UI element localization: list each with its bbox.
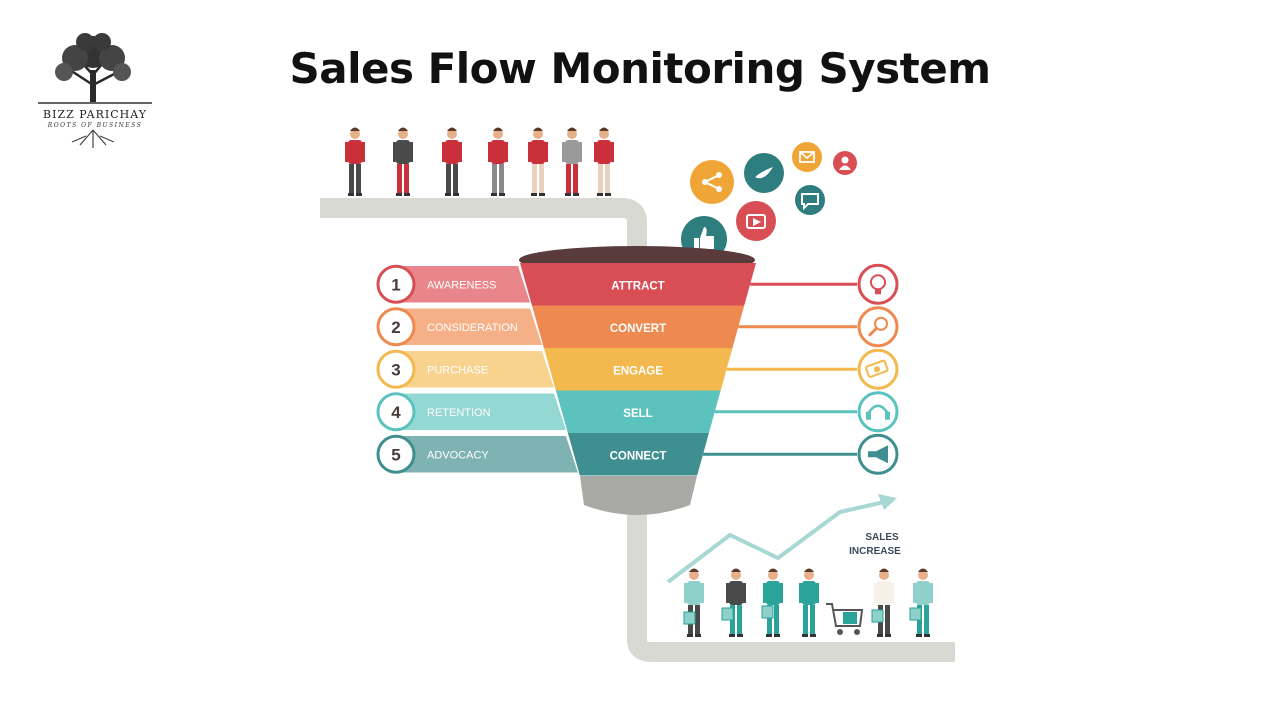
shopping-cart-icon <box>826 603 864 635</box>
tree-icon <box>38 33 152 148</box>
stage-number-4: 4 <box>391 403 401 422</box>
sales-trend-arrow <box>666 498 894 584</box>
top-person <box>345 127 365 196</box>
shopping-bag-icon <box>683 611 696 625</box>
funnel-label-5: CONNECT <box>610 450 667 462</box>
funnel-segment-1 <box>520 263 756 306</box>
share-icon <box>690 160 734 204</box>
magnifier-icon <box>857 306 899 348</box>
top-person <box>393 127 413 196</box>
company-logo: BIZZ PARICHAY ROOTS OF BUSINESS <box>30 30 160 155</box>
customer-person <box>799 568 819 637</box>
stage-label-5: ADVOCACY <box>427 449 489 461</box>
stage-number-circle-2 <box>376 307 416 347</box>
video-icon <box>736 201 776 241</box>
funnel-label-2: CONVERT <box>610 323 666 335</box>
stage-label-3: PURCHASE <box>427 364 488 376</box>
stage-band-3 <box>396 351 554 388</box>
stage-number-3: 3 <box>391 360 400 379</box>
chat-icon <box>795 185 825 215</box>
customer-person <box>763 568 783 637</box>
page-title: Sales Flow Monitoring System <box>289 44 991 93</box>
megaphone-icon <box>857 433 899 475</box>
stage-band-5 <box>396 436 578 473</box>
customer-person <box>874 568 894 637</box>
funnel-segment-5 <box>567 433 709 476</box>
top-person <box>528 127 548 196</box>
funnel-neck <box>580 476 697 515</box>
stage-bands-group: 1 AWARENESS 2 CONSIDERATION 3 PURCHASE 4 RETENT… <box>376 264 578 474</box>
stage-number-circle-4 <box>376 392 416 432</box>
stage-number-1: 1 <box>391 275 400 294</box>
stage-band-1 <box>396 266 530 303</box>
top-person <box>562 127 582 196</box>
sales-label-line-2: INCREASE <box>849 546 901 557</box>
stage-number-circle-5 <box>376 434 416 474</box>
customer-person <box>726 568 746 637</box>
mail-icon <box>792 142 822 172</box>
shopping-bag-icon <box>721 607 734 621</box>
stage-band-2 <box>396 308 542 345</box>
stage-number-circle-1 <box>376 264 416 304</box>
sales-funnel: ATTRACT CONVERT ENGAGE SELL CONNECT <box>519 246 756 515</box>
lightbulb-icon <box>857 263 899 305</box>
funnel-label-1: ATTRACT <box>611 280 664 292</box>
funnel-segment-4 <box>555 390 721 433</box>
funnel-label-3: ENGAGE <box>613 365 663 377</box>
money-icon <box>857 348 899 390</box>
stage-label-1: AWARENESS <box>427 279 496 291</box>
stage-number-2: 2 <box>391 318 400 337</box>
logo-tagline: ROOTS OF BUSINESS <box>47 122 143 129</box>
bottom-people-group <box>683 568 933 637</box>
stage-label-2: CONSIDERATION <box>427 322 518 334</box>
support-icon <box>857 391 899 433</box>
shopping-bag-icon <box>871 609 884 623</box>
top-people-group <box>345 127 614 196</box>
sales-label-line-1: SALES <box>865 532 899 543</box>
logo-brand-text: BIZZ PARICHAY <box>43 108 147 121</box>
customer-person <box>913 568 933 637</box>
sales-arrow-head <box>878 494 897 510</box>
top-pipe <box>320 198 647 270</box>
bottom-pipe <box>627 510 955 662</box>
social-icons-group <box>681 142 857 262</box>
shopping-bag-icon <box>761 605 774 619</box>
stage-number-5: 5 <box>391 445 400 464</box>
shopping-bag-icon <box>909 607 922 621</box>
stage-icons-group <box>703 263 899 475</box>
user-icon <box>833 151 857 175</box>
top-person <box>442 127 462 196</box>
funnel-label-4: SELL <box>623 408 652 420</box>
stage-band-4 <box>396 393 566 430</box>
top-person <box>594 127 614 196</box>
bird-icon <box>744 153 784 193</box>
funnel-segment-2 <box>531 305 745 348</box>
customer-person <box>684 568 704 637</box>
funnel-segment-3 <box>543 348 733 391</box>
stage-number-circle-3 <box>376 349 416 389</box>
top-person <box>488 127 508 196</box>
stage-label-4: RETENTION <box>427 407 491 419</box>
